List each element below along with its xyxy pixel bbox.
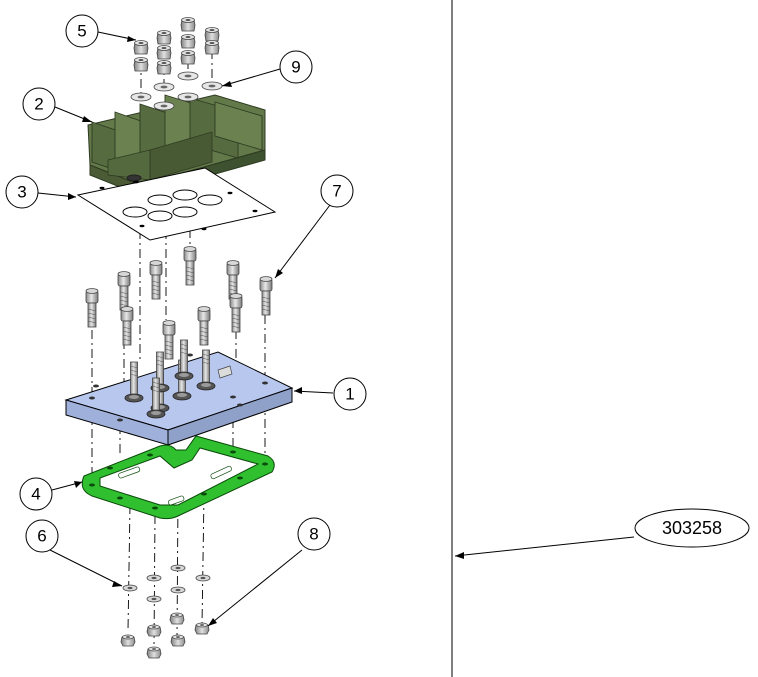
balloon-6-label: 6 — [37, 527, 46, 546]
balloon-3-label: 3 — [17, 183, 26, 202]
balloon-5-label: 5 — [77, 22, 86, 41]
balloon-7-label: 7 — [332, 182, 341, 201]
balloon-3: 3 — [5, 175, 39, 209]
balloon-2: 2 — [22, 87, 56, 121]
part-1-base-plate — [64, 339, 294, 446]
balloon-1: 1 — [333, 377, 367, 411]
balloon-1-label: 1 — [345, 385, 354, 404]
balloon-4: 4 — [19, 477, 53, 511]
balloon-4-label: 4 — [31, 485, 40, 504]
part-number-callout: 303258 — [634, 508, 750, 548]
part-6-8-bottom-nuts — [120, 564, 211, 659]
balloon-5: 5 — [65, 14, 99, 48]
balloon-6: 6 — [25, 519, 59, 553]
balloon-9: 9 — [279, 50, 313, 84]
balloon-9-label: 9 — [291, 58, 300, 77]
part-5-top-nuts — [133, 17, 220, 75]
part-3-insulator-sheet — [76, 167, 277, 241]
balloon-8: 8 — [297, 517, 331, 551]
balloon-2-label: 2 — [34, 95, 43, 114]
part-number-label: 303258 — [662, 518, 722, 538]
balloon-8-label: 8 — [309, 525, 318, 544]
part-7-cap-screws — [85, 246, 273, 360]
balloon-7: 7 — [320, 174, 354, 208]
leader-lines — [37, 31, 635, 627]
part-4-gasket — [81, 435, 275, 520]
